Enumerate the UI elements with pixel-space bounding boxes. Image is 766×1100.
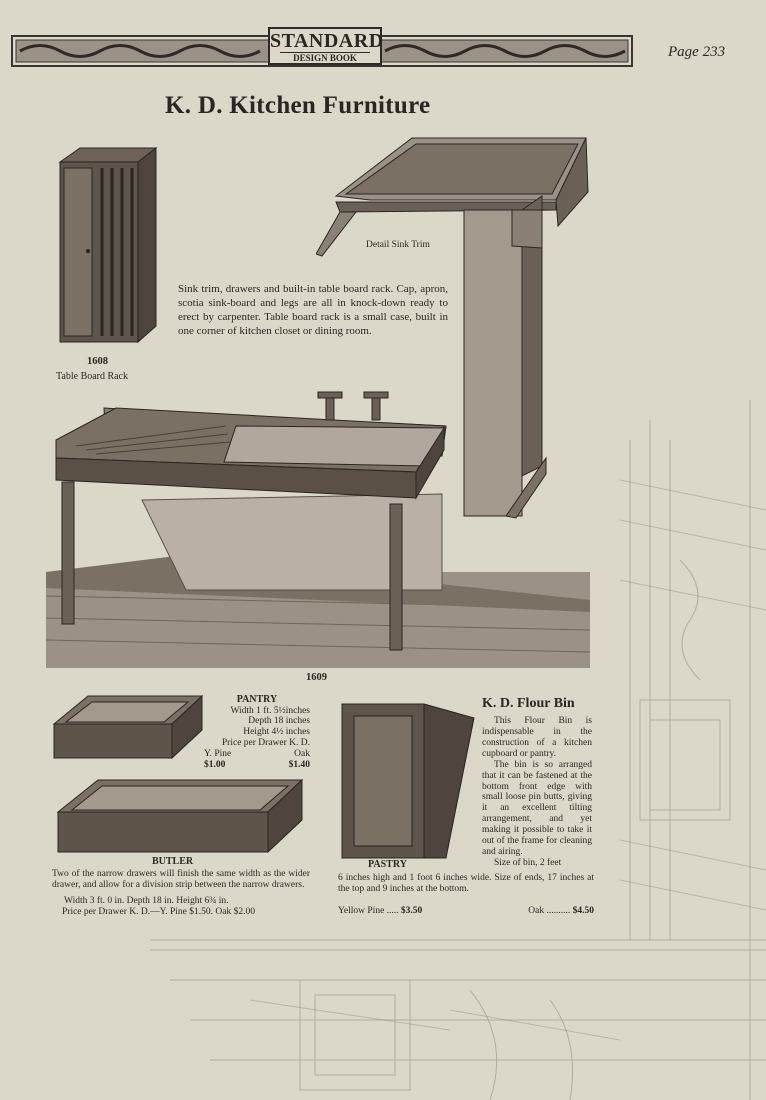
flour-bin-prices: Yellow Pine ..... $3.50 Oak .......... $… [338, 906, 594, 917]
kitchen-sink-illustration [46, 391, 590, 668]
pantry-prices: $1.00 $1.40 [204, 760, 310, 771]
flour-bin-paragraph-2: The bin is so arranged that it can be fa… [482, 759, 592, 858]
pantry-specs: PANTRY Width 1 ft. 5½inches Depth 18 inc… [204, 694, 310, 771]
flour-bin-pine-label: Yellow Pine [338, 906, 385, 916]
butler-dimensions: Width 3 ft. 0 in. Depth 18 in. Height 6¾… [64, 896, 229, 906]
sink-description: Sink trim, drawers and built-in table bo… [178, 283, 448, 338]
table-board-rack-illustration [58, 146, 158, 344]
butler-drawer-illustration [56, 778, 304, 854]
flour-bin-paragraph-1: This Flour Bin is indispensable in the c… [482, 716, 592, 759]
flour-bin-size-b: 6 inches high and 1 foot 6 inches wide. … [338, 873, 594, 894]
sink-trim-detail-illustration [316, 137, 589, 519]
flour-bin-text: This Flour Bin is indispensable in the c… [482, 716, 592, 869]
butler-note: Two of the narrow drawers will finish th… [52, 869, 310, 890]
flour-bin-pine-price: $3.50 [400, 906, 423, 916]
flour-bin-size-a: Size of bin, 2 feet [494, 857, 562, 868]
rack-number: 1608 [87, 356, 108, 367]
pantry-depth: Depth 18 inches [248, 716, 310, 727]
sink-trim-caption: Detail Sink Trim [366, 240, 430, 250]
decorative-interior-engraving [150, 400, 766, 1100]
pantry-pine-label: Y. Pine [204, 749, 232, 760]
flour-bin-caption: PASTRY [368, 859, 407, 870]
flour-bin-oak-leader: .......... [546, 906, 571, 916]
flour-bin-illustration [341, 703, 475, 859]
pantry-height: Height 4½ inches [243, 727, 310, 738]
butler-price: Price per Drawer K. D.—Y. Pine $1.50. Oa… [62, 907, 255, 917]
sink-number: 1609 [306, 672, 327, 683]
flour-bin-heading: K. D. Flour Bin [482, 696, 575, 711]
pantry-price-label-1: Price per Drawer K. D. [221, 738, 310, 749]
flour-bin-pine-leader: ..... [386, 906, 399, 916]
rack-caption: Table Board Rack [56, 371, 129, 382]
page-number: Page 233 [668, 44, 726, 60]
pantry-drawer-illustration [52, 694, 204, 760]
flour-bin-pine: Yellow Pine ..... $3.50 [338, 906, 422, 917]
flour-bin-oak-label: Oak [528, 906, 545, 916]
pantry-oak-label: Oak [294, 749, 310, 760]
flour-bin-oak: Oak .......... $4.50 [528, 906, 594, 917]
pantry-heading: PANTRY [236, 694, 278, 705]
page-title: K. D. Kitchen Furniture [165, 92, 431, 119]
pantry-price-label-2: Y. Pine Oak [204, 749, 310, 760]
flour-bin-oak-price: $4.50 [572, 906, 594, 916]
pantry-pine-price: $1.00 [204, 760, 226, 771]
pantry-width: Width 1 ft. 5½inches [230, 705, 310, 716]
standard-design-book-logo: STANDARD DESIGN BOOK [268, 27, 383, 65]
butler-heading: BUTLER [152, 856, 194, 867]
pantry-oak-price: $1.40 [288, 760, 310, 771]
